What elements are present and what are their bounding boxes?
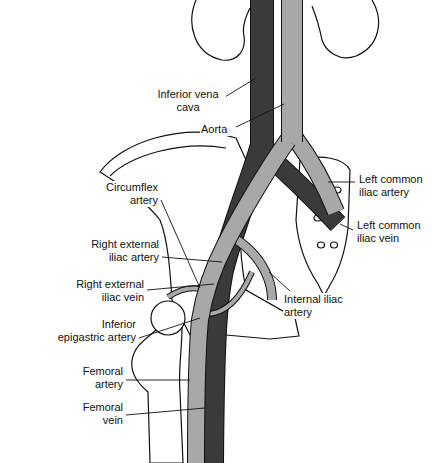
arteries [168, 0, 336, 463]
leader-line [161, 200, 200, 288]
part-label: Femoral artery [70, 365, 124, 391]
femur [132, 328, 183, 463]
kidney [312, 0, 379, 58]
part-label: Right external iliac vein [61, 278, 145, 304]
artery-outline [281, 0, 303, 142]
femoral-head [151, 301, 185, 335]
sacral-foramen [318, 242, 325, 248]
leader-line [147, 284, 214, 290]
leader-line [162, 257, 222, 262]
part-label: Circumflex artery [95, 181, 159, 207]
left-common-iliac-artery [295, 138, 336, 212]
leader-line [126, 408, 205, 415]
right-iliac-femoral-artery [196, 140, 288, 463]
part-label: Femoral vein [70, 401, 124, 427]
part-label: Right external iliac artery [76, 238, 160, 264]
part-label: Inferior epigastric artery [51, 318, 137, 344]
sacral-foramen [331, 242, 338, 248]
part-label: Internal iliac artery [283, 293, 359, 319]
ilium-crest [110, 146, 226, 176]
aorta [282, 0, 302, 142]
part-label: Left common iliac artery [358, 173, 432, 199]
leader-line [234, 104, 284, 128]
part-label: Inferior vena cava [150, 88, 226, 114]
leader-lines [126, 78, 355, 415]
part-label: Left common iliac vein [356, 219, 432, 245]
leader-line [126, 380, 190, 381]
leader-line [340, 224, 353, 230]
artery-outline [196, 140, 288, 463]
kidney [192, 0, 250, 60]
leader-line [328, 182, 355, 183]
leader-line [139, 318, 200, 338]
artery-outline [295, 138, 336, 212]
bones [100, 0, 379, 463]
leader-line [269, 272, 290, 291]
part-label: Aorta [200, 123, 236, 136]
